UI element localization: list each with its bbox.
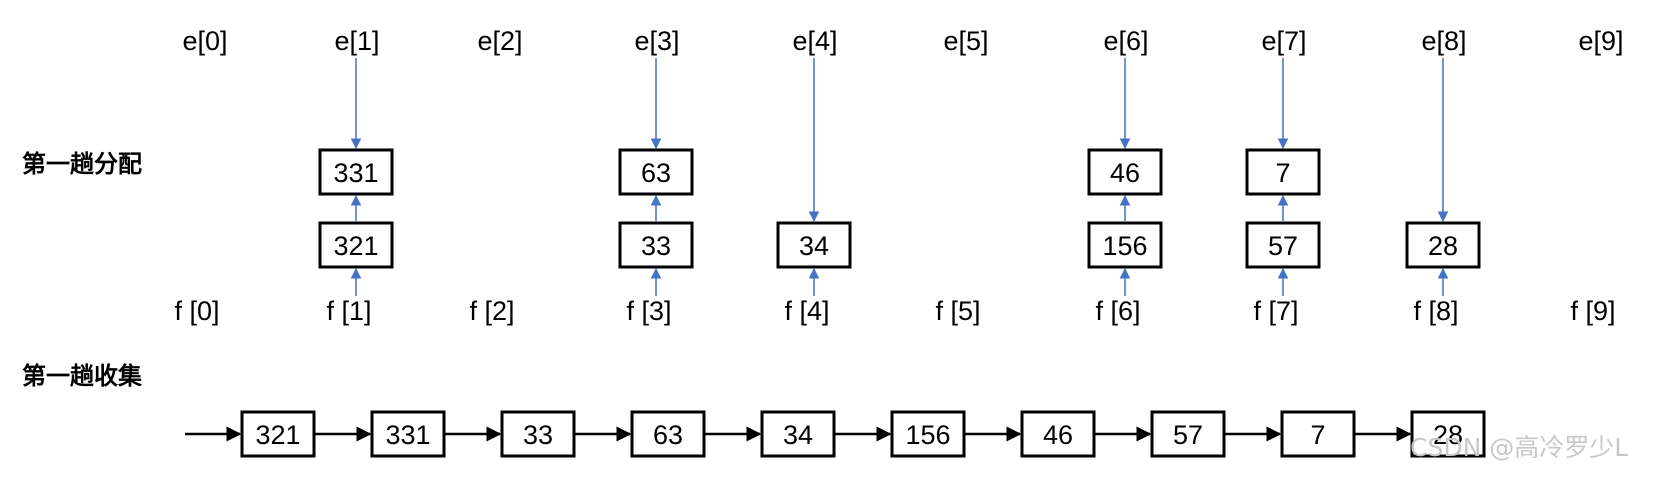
list-node-box — [1150, 410, 1226, 458]
f-pointer-labels: f [0] f [1] f [2] f [3] f [4] f [5] f [6] f [7]… — [174, 296, 1615, 326]
e-label: e[1] — [334, 26, 379, 56]
node-box — [776, 221, 852, 269]
f-label: f [0] — [174, 296, 219, 326]
bucket-node: 33 — [618, 221, 694, 269]
list-item: 33 — [500, 410, 576, 458]
list-item: 34 — [760, 410, 836, 458]
list-node-value: 156 — [905, 420, 950, 450]
distribution-buckets: 321 331 33 63 34 156 46 57 7 28 — [318, 58, 1481, 296]
node-value: 63 — [641, 158, 671, 188]
list-node-box — [1020, 410, 1096, 458]
list-node-value: 33 — [523, 420, 553, 450]
e-label: e[5] — [943, 26, 988, 56]
node-value: 57 — [1268, 231, 1298, 261]
list-node-value: 331 — [385, 420, 430, 450]
collection-title: 第一趟收集 — [22, 362, 143, 390]
node-box — [1245, 221, 1321, 269]
list-node-value: 34 — [783, 420, 813, 450]
node-value: 46 — [1110, 158, 1140, 188]
list-item: 156 — [890, 410, 966, 458]
f-label: f [9] — [1570, 296, 1615, 326]
bucket-node: 57 — [1245, 221, 1321, 269]
node-box — [318, 221, 394, 269]
list-item: 63 — [630, 410, 706, 458]
node-box — [1087, 148, 1163, 196]
list-node-box — [630, 410, 706, 458]
bucket-node: 63 — [618, 148, 694, 196]
list-node-value: 7 — [1310, 420, 1325, 450]
list-node-box — [1410, 410, 1486, 458]
f-label: f [8] — [1413, 296, 1458, 326]
list-item: 28 — [1410, 410, 1486, 458]
e-label: e[2] — [477, 26, 522, 56]
bucket-node: 28 — [1405, 221, 1481, 269]
node-value: 156 — [1102, 231, 1147, 261]
e-label: e[3] — [634, 26, 679, 56]
node-box — [1405, 221, 1481, 269]
list-item: 57 — [1150, 410, 1226, 458]
watermark: CSDN @高冷罗少L — [1410, 433, 1628, 462]
list-item: 321 — [240, 410, 316, 458]
list-node-value: 57 — [1173, 420, 1203, 450]
bucket-node: 331 — [318, 148, 394, 196]
f-label: f [6] — [1095, 296, 1140, 326]
bucket-node: 321 — [318, 221, 394, 269]
f-label: f [3] — [626, 296, 671, 326]
list-node-value: 63 — [653, 420, 683, 450]
f-label: f [1] — [326, 296, 371, 326]
list-item: 7 — [1280, 410, 1356, 458]
bucket-node: 7 — [1245, 148, 1321, 196]
node-value: 33 — [641, 231, 671, 261]
f-label: f [7] — [1253, 296, 1298, 326]
node-value: 34 — [799, 231, 829, 261]
distribution-title: 第一趟分配 — [22, 150, 142, 178]
list-node-box — [760, 410, 836, 458]
node-box — [318, 148, 394, 196]
node-box — [618, 221, 694, 269]
e-label: e[7] — [1261, 26, 1306, 56]
e-label: e[8] — [1421, 26, 1466, 56]
e-label: e[4] — [792, 26, 837, 56]
node-value: 321 — [333, 231, 378, 261]
node-box — [1245, 148, 1321, 196]
node-box — [618, 148, 694, 196]
bucket-node: 156 — [1087, 221, 1163, 269]
list-item: 46 — [1020, 410, 1096, 458]
list-item: 331 — [370, 410, 446, 458]
list-node-value: 28 — [1433, 420, 1463, 450]
bucket-node: 34 — [776, 221, 852, 269]
bucket-node: 46 — [1087, 148, 1163, 196]
collection-list: 321 331 33 63 34 156 46 57 7 28 — [185, 410, 1486, 458]
node-value: 28 — [1428, 231, 1458, 261]
f-label: f [2] — [469, 296, 514, 326]
f-label: f [5] — [935, 296, 980, 326]
e-label: e[9] — [1578, 26, 1623, 56]
e-label: e[6] — [1103, 26, 1148, 56]
f-label: f [4] — [784, 296, 829, 326]
node-value: 331 — [333, 158, 378, 188]
node-box — [1087, 221, 1163, 269]
e-pointer-labels: e[0] e[1] e[2] e[3] e[4] e[5] e[6] e[7] e[8] e[9] — [182, 26, 1623, 56]
node-value: 7 — [1275, 158, 1290, 188]
e-label: e[0] — [182, 26, 227, 56]
list-node-value: 46 — [1043, 420, 1073, 450]
list-node-value: 321 — [255, 420, 300, 450]
